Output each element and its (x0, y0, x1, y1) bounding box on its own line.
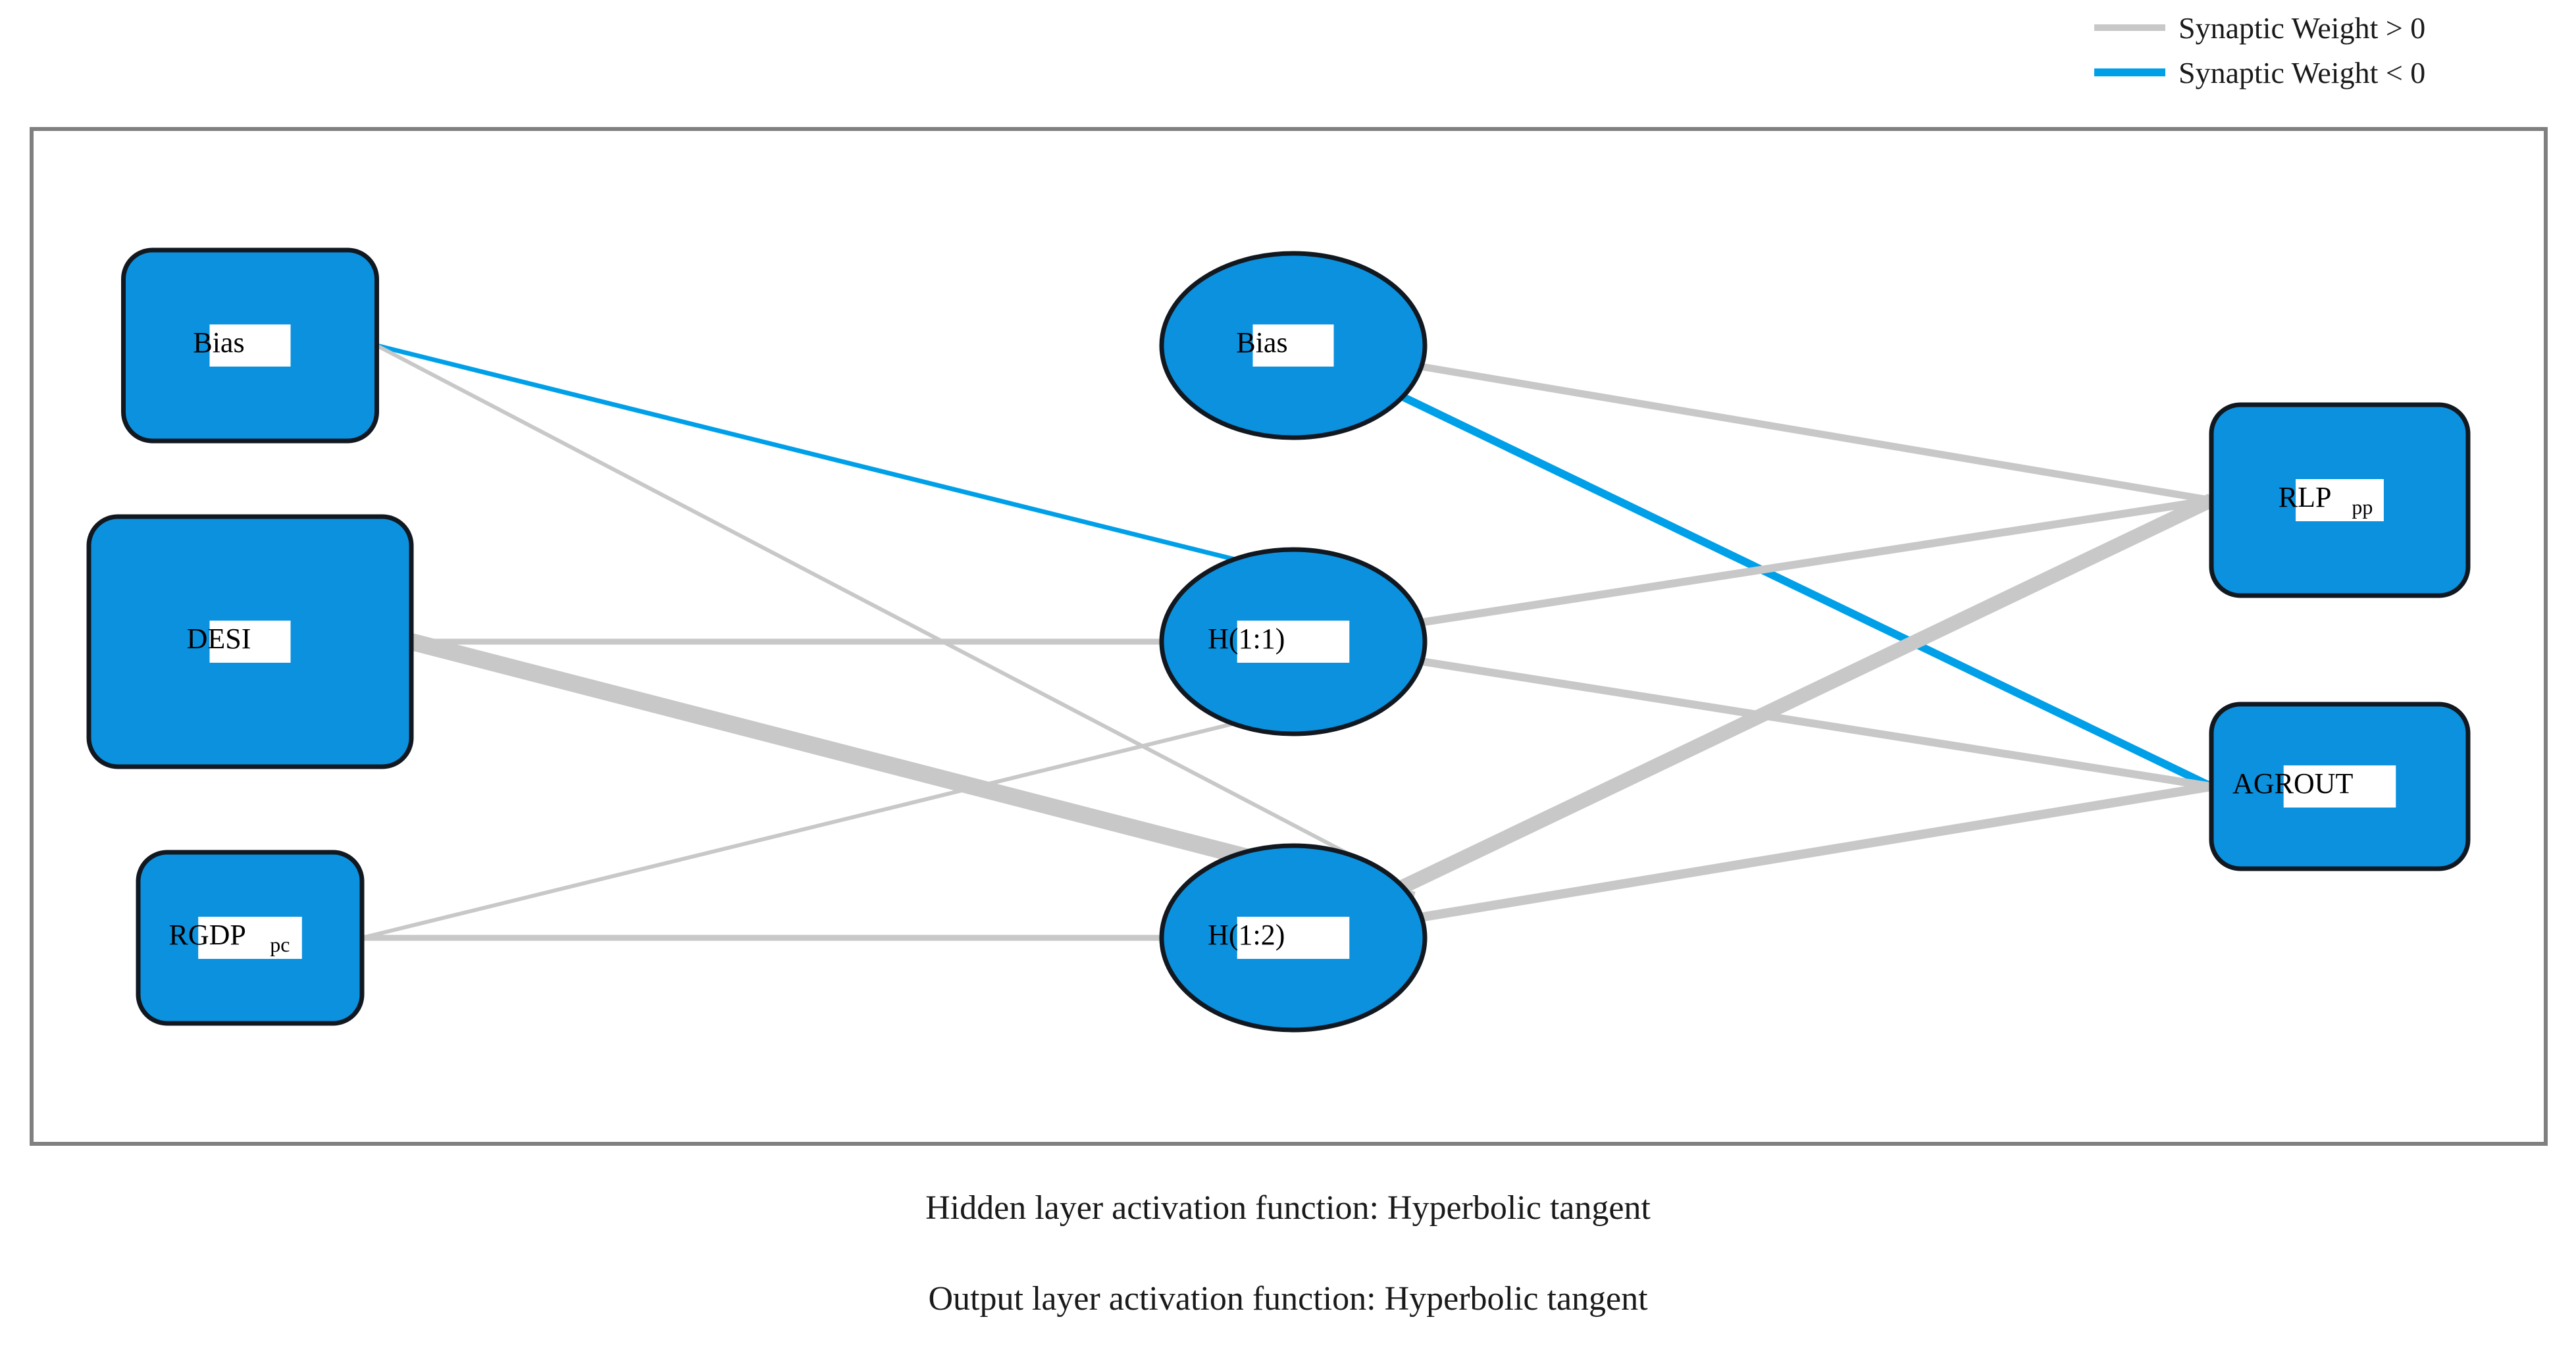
node-label-box (2296, 479, 2384, 521)
node-in_bias: Bias (121, 247, 379, 444)
frame-border (30, 127, 2548, 1146)
node-label-box (2283, 765, 2396, 808)
node-o_rlp: RLP pp (2209, 402, 2471, 598)
legend-label-0: Synaptic Weight > 0 (2178, 11, 2425, 45)
node-label-box (198, 917, 302, 959)
node-label-text: RGDP (169, 919, 246, 951)
node-label-text: DESI (187, 623, 251, 655)
edge-in_bias-to-h_12 (376, 344, 1393, 879)
node-label-text: Bias (1236, 326, 1287, 359)
node-label-subscript: pp (2352, 495, 2373, 519)
caption-line-1: Output layer activation function: Hyperb… (928, 1280, 1648, 1318)
node-in_desi: DESI (86, 514, 414, 769)
edge-h_11-to-o_rlp (1421, 496, 2212, 627)
node-label-text: Bias (193, 326, 244, 359)
node-in_rgdp: RGDP pc (136, 850, 365, 1026)
node-label-text: RLP (2279, 481, 2332, 513)
node-label-box (1252, 324, 1334, 367)
node-o_agr: AGROUT (2209, 702, 2471, 871)
node-label-box (209, 324, 291, 367)
edge-h_11-to-o_agr (1421, 657, 2212, 790)
legend-label-1: Synaptic Weight < 0 (2178, 56, 2425, 90)
edge-h_bias-to-o_agr (1401, 393, 2213, 790)
edge-h_12-to-o_agr (1420, 782, 2213, 922)
node-label-text: AGROUT (2232, 767, 2353, 800)
node-label-box (209, 621, 291, 663)
node-h_11: H(1:1) (1159, 547, 1428, 736)
edge-h_bias-to-o_rlp (1420, 363, 2212, 504)
node-label-text: H(1:1) (1208, 623, 1285, 655)
node-h_12: H(1:2) (1159, 843, 1428, 1033)
node-label-text: H(1:2) (1208, 919, 1285, 951)
caption-line-0: Hidden layer activation function: Hyperb… (925, 1189, 1651, 1227)
legend: Synaptic Weight > 0 Synaptic Weight < 0 (2094, 11, 2425, 90)
node-label-subscript: pc (270, 933, 290, 956)
edge-h_12-to-o_rlp (1399, 494, 2215, 894)
node-label-box (1237, 917, 1350, 959)
diagram-frame (30, 127, 2548, 1146)
node-h_bias: Bias (1159, 251, 1428, 440)
activation-captions: Hidden layer activation function: Hyperb… (925, 1189, 1651, 1318)
connection-edges (361, 343, 2215, 941)
node-label-box (1237, 621, 1350, 663)
